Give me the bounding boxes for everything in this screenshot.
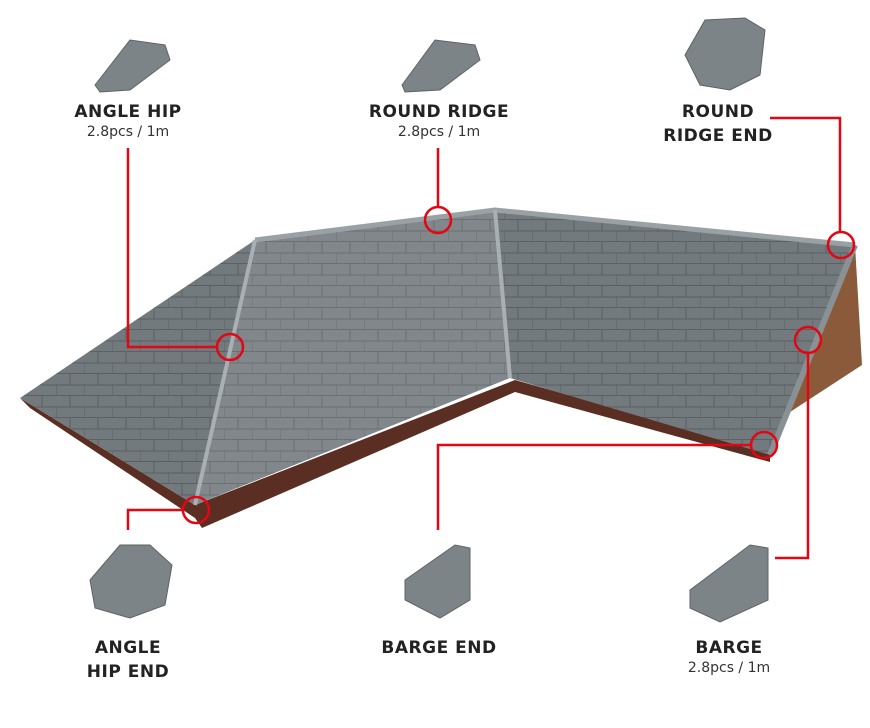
barge-quantity: 2.8pcs / 1m [687, 660, 771, 676]
round-ridge-title: ROUND RIDGE [368, 102, 510, 122]
product-icons [89, 17, 769, 623]
label-angle-hip-end: ANGLE HIP END [28, 636, 228, 684]
round-ridge-end-icon [684, 17, 766, 91]
angle-hip-quantity: 2.8pcs / 1m [86, 124, 170, 140]
roof [20, 207, 862, 528]
angle-hip-title: ANGLE HIP [74, 102, 182, 122]
angle-hip-end-title-2: HIP END [86, 662, 170, 682]
barge-end-icon [404, 544, 471, 619]
round-ridge-end-title-2: RIDGE END [663, 126, 773, 146]
label-barge: BARGE 2.8pcs / 1m [629, 636, 829, 676]
angle-hip-end-icon [89, 544, 173, 619]
round-ridge-quantity: 2.8pcs / 1m [397, 124, 481, 140]
round-ridge-end-title-1: ROUND [681, 102, 755, 122]
label-angle-hip: ANGLE HIP 2.8pcs / 1m [28, 100, 228, 140]
barge-end-title: BARGE END [381, 638, 497, 658]
callout-lines [126, 116, 856, 560]
round-ridge-icon [401, 39, 481, 93]
angle-hip-end-title-1: ANGLE [94, 638, 162, 658]
label-round-ridge: ROUND RIDGE 2.8pcs / 1m [339, 100, 539, 140]
label-round-ridge-end: ROUND RIDGE END [618, 100, 818, 148]
barge-title: BARGE [695, 638, 763, 658]
angle-hip-icon [94, 39, 171, 93]
barge-icon [689, 544, 769, 623]
label-barge-end: BARGE END [339, 636, 539, 660]
